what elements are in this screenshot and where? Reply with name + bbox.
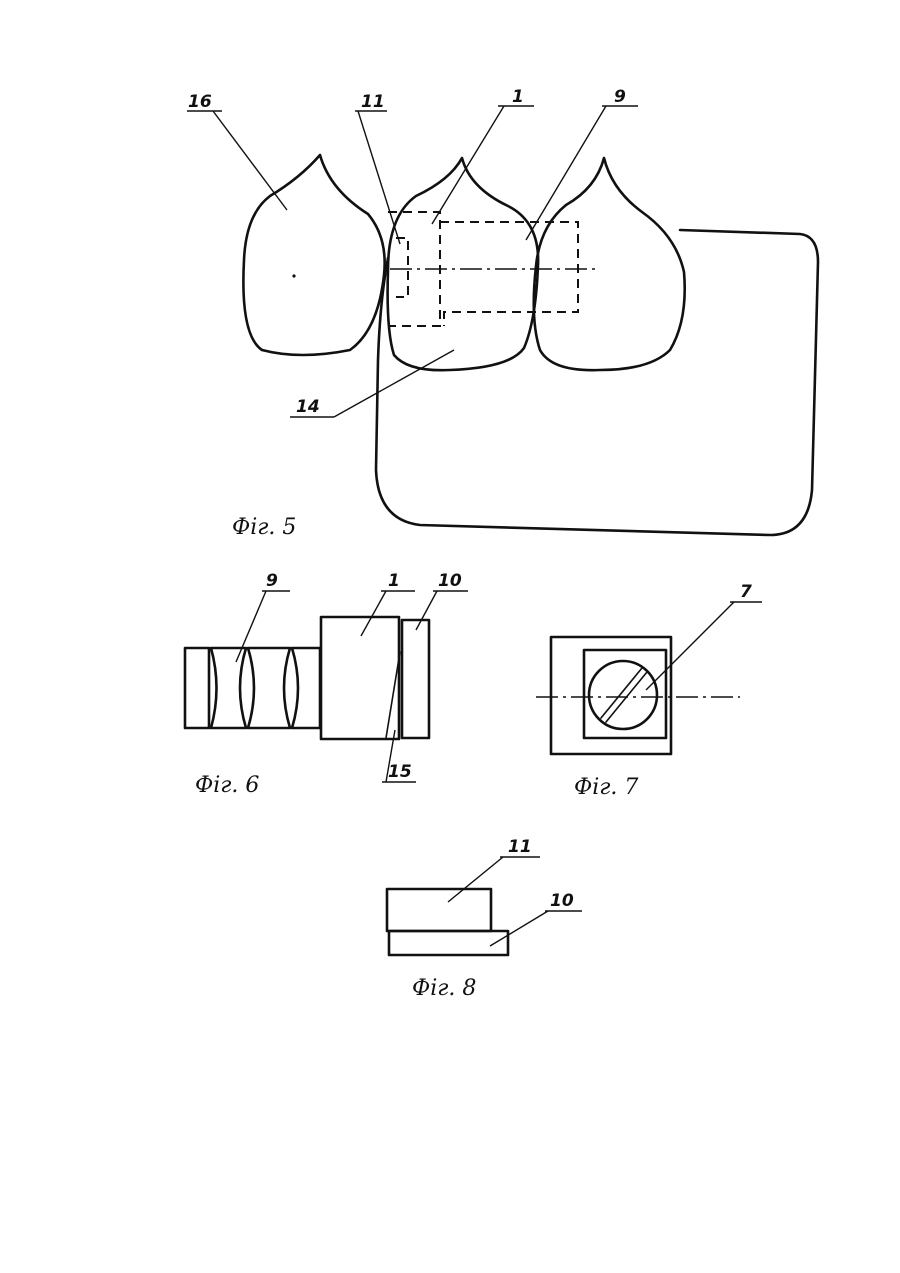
figure-8: 11 10 Фіг. 8: [387, 837, 582, 1001]
gum-base-outline: [376, 230, 818, 535]
leader-14: [334, 350, 454, 417]
caption-fig6: Фіг. 6: [195, 773, 259, 798]
plate-element-10: [402, 620, 429, 738]
dot-mark: [292, 274, 295, 277]
leader7-7: [646, 602, 734, 690]
hidden-element-11: [396, 238, 408, 297]
label6-9: 9: [266, 571, 278, 591]
outer-square: [551, 637, 671, 754]
label-16: 16: [188, 92, 212, 112]
leader8-11: [448, 857, 503, 902]
caption-fig7: Фіг. 7: [574, 775, 638, 800]
tooth-16: [243, 155, 384, 355]
label8-10: 10: [550, 891, 574, 911]
thread-segment-3: [292, 648, 320, 728]
leader6-1: [361, 591, 386, 636]
label7-7: 7: [740, 582, 752, 602]
leader-11: [358, 111, 400, 244]
leader6-10: [416, 591, 437, 630]
leader-16: [213, 111, 287, 210]
thread-segment-2: [248, 648, 290, 728]
label6-15: 15: [388, 762, 412, 782]
leader-1: [432, 106, 504, 224]
caption-fig8: Фіг. 8: [412, 976, 476, 1001]
plate-element-10-fig8: [389, 931, 508, 955]
label6-10: 10: [438, 571, 462, 591]
leader6-9: [236, 591, 266, 662]
leader-9: [526, 106, 606, 240]
thread-segment-1: [211, 648, 246, 728]
inner-square: [584, 650, 666, 738]
figure-5: 16 11 1 9 14 Фіг. 5: [187, 87, 818, 540]
tooth-14: [388, 158, 539, 370]
hidden-element-9: [440, 222, 578, 326]
label-1: 1: [512, 87, 524, 107]
label8-11: 11: [508, 837, 532, 857]
label-14: 14: [296, 397, 320, 417]
figure-6: 9 1 10 15 Фіг. 6: [185, 571, 468, 798]
body-element-1: [321, 617, 399, 739]
caption-fig5: Фіг. 5: [232, 515, 296, 540]
screw-slot-a: [601, 668, 642, 718]
screw-end-plate: [185, 648, 209, 728]
leader8-10: [490, 911, 548, 946]
block-element-11: [387, 889, 491, 931]
figure-7: 7 Фіг. 7: [536, 582, 762, 800]
screw-head-circle: [589, 661, 657, 729]
label-11: 11: [361, 92, 385, 112]
label6-1: 1: [388, 571, 400, 591]
label-9: 9: [614, 87, 626, 107]
